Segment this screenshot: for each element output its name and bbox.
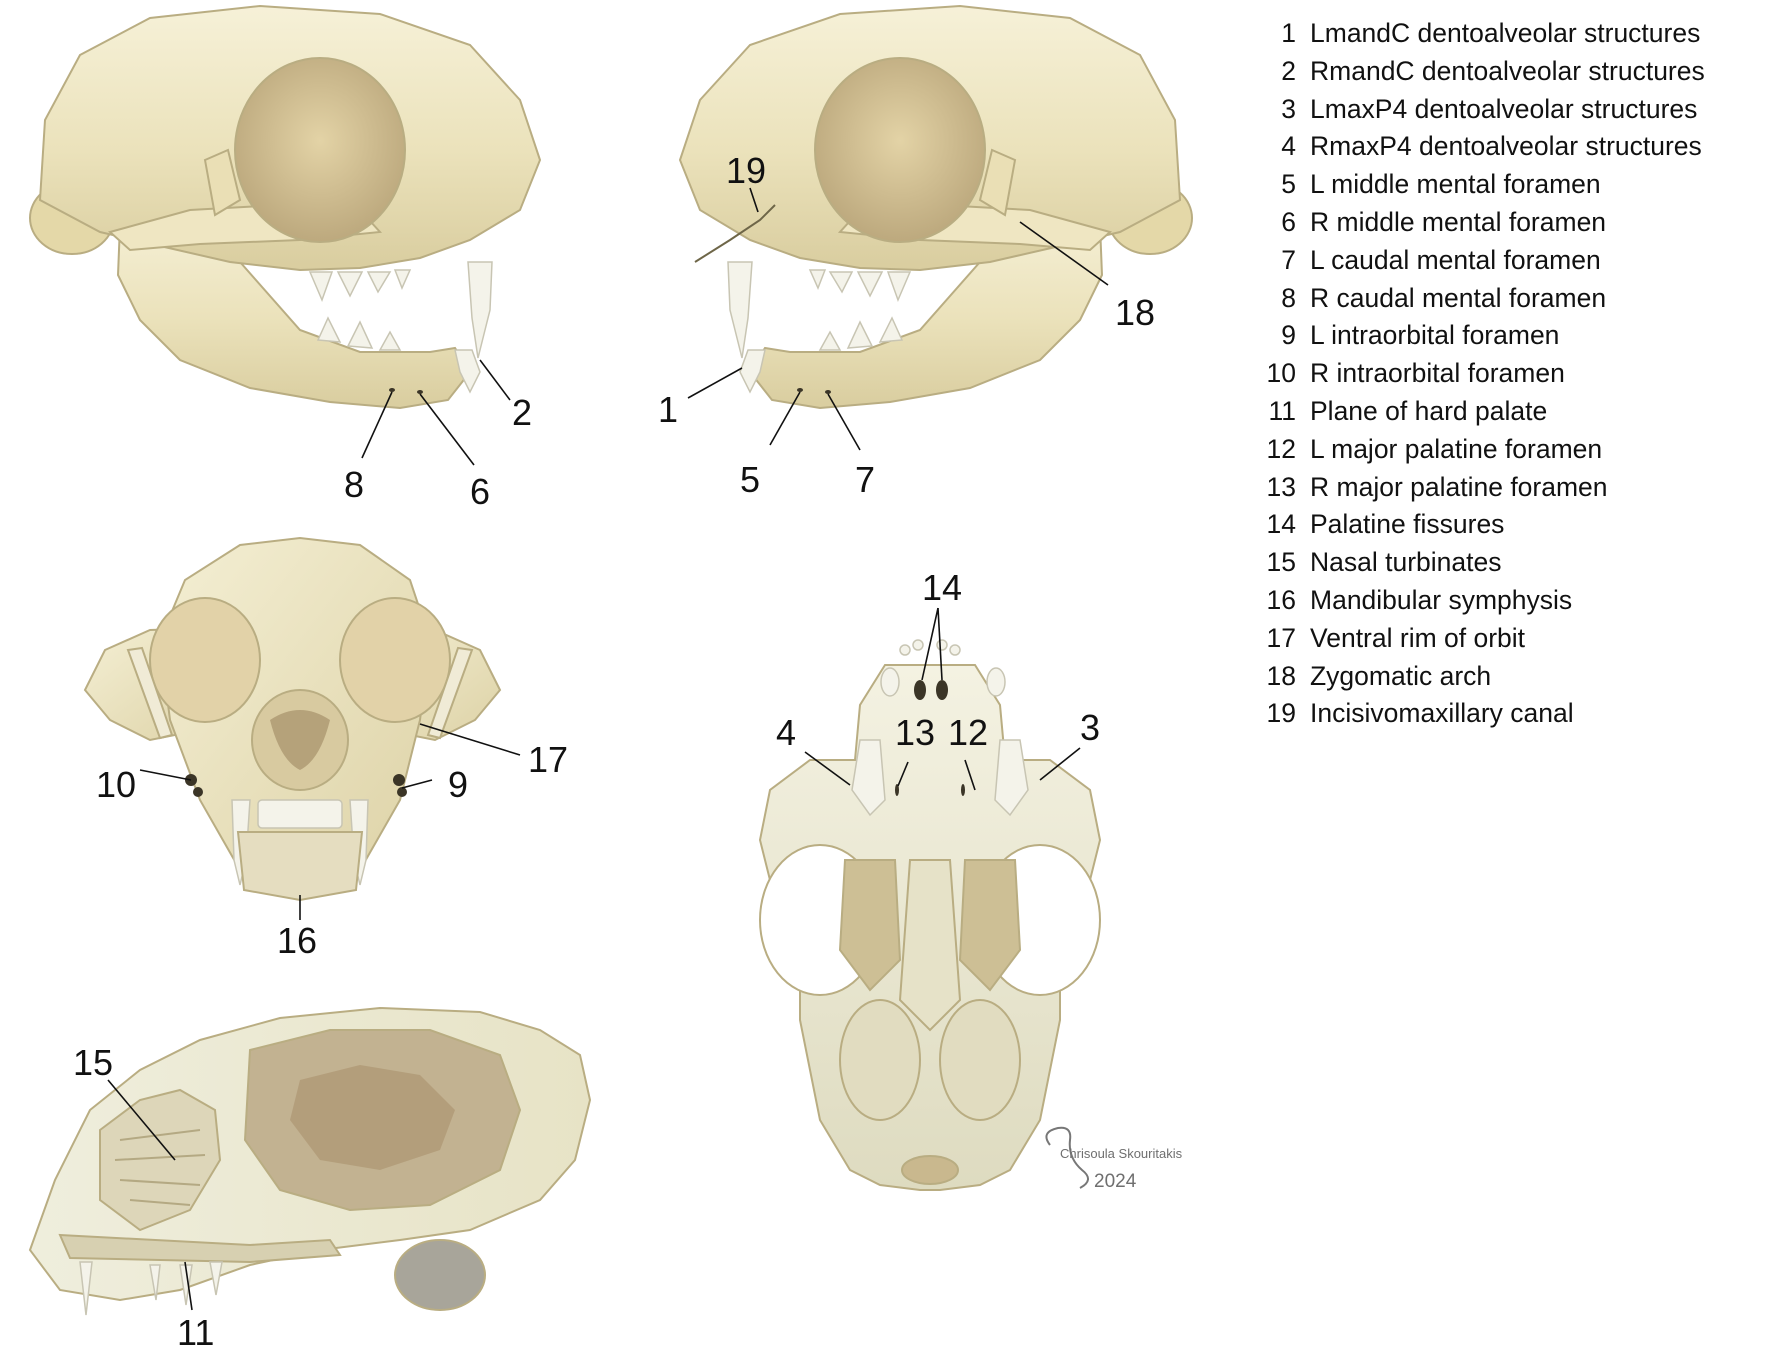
legend-item: 18 Zygomatic arch xyxy=(1252,661,1767,699)
callout-16: 16 xyxy=(277,920,317,961)
legend-text: L caudal mental foramen xyxy=(1310,244,1601,275)
legend-number: 6 xyxy=(1281,206,1296,237)
legend-text: R major palatine foramen xyxy=(1310,471,1608,502)
legend-number: 7 xyxy=(1281,244,1296,275)
callout-5: 5 xyxy=(740,459,760,500)
legend-text: R intraorbital foramen xyxy=(1310,358,1565,389)
legend-number: 13 xyxy=(1266,471,1296,502)
legend-item: 5 L middle mental foramen xyxy=(1252,169,1767,207)
signature-year: 2024 xyxy=(1094,1171,1137,1192)
legend-text: R caudal mental foramen xyxy=(1310,282,1607,313)
legend-text: Mandibular symphysis xyxy=(1310,584,1573,615)
skull-left-lateral-view: 1 5 7 19 18 xyxy=(658,4,1193,500)
legend-number: 10 xyxy=(1266,358,1296,389)
legend-item: 11 Plane of hard palate xyxy=(1252,396,1767,434)
legend-text: L major palatine foramen xyxy=(1310,433,1603,464)
legend-number: 12 xyxy=(1266,433,1296,464)
callout-9: 9 xyxy=(448,764,468,805)
legend-text: Incisivomaxillary canal xyxy=(1310,698,1574,729)
legend-item: 12 L major palatine foramen xyxy=(1252,434,1767,472)
legend-item: 1 LmandC dentoalveolar structures xyxy=(1252,18,1767,56)
legend-item: 13 R major palatine foramen xyxy=(1252,472,1767,510)
skull-rostral-view: 10 9 17 16 xyxy=(83,536,568,961)
legend-text: Nasal turbinates xyxy=(1310,547,1502,578)
legend-item: 16 Mandibular symphysis xyxy=(1252,585,1767,623)
legend-item: 8 R caudal mental foramen xyxy=(1252,283,1767,321)
callout-8: 8 xyxy=(344,464,364,505)
legend-number: 9 xyxy=(1281,320,1296,351)
callout-1: 1 xyxy=(658,389,678,430)
legend-item: 14 Palatine fissures xyxy=(1252,509,1767,547)
legend-list: 1 LmandC dentoalveolar structures 2 RmandC … xyxy=(1252,18,1767,736)
callout-4: 4 xyxy=(776,712,796,753)
legend-text: L middle mental foramen xyxy=(1310,169,1601,200)
legend-number: 4 xyxy=(1281,131,1296,162)
callout-6: 6 xyxy=(470,471,490,512)
legend-number: 17 xyxy=(1266,622,1296,653)
callout-10: 10 xyxy=(96,764,136,805)
legend-text: LmandC dentoalveolar structures xyxy=(1310,18,1701,48)
legend-text: RmandC dentoalveolar structures xyxy=(1310,55,1705,86)
callout-12: 12 xyxy=(948,712,988,753)
legend-number: 1 xyxy=(1281,18,1296,48)
legend-number: 14 xyxy=(1266,509,1296,540)
legend-text: Plane of hard palate xyxy=(1310,395,1548,426)
legend-text: L intraorbital foramen xyxy=(1310,320,1560,351)
artist-signature: Chrisoula Skouritakis 2024 xyxy=(1045,1126,1183,1192)
callout-2: 2 xyxy=(512,392,532,433)
legend-text: Zygomatic arch xyxy=(1310,660,1492,691)
callout-7: 7 xyxy=(855,459,875,500)
legend-item: 9 L intraorbital foramen xyxy=(1252,320,1767,358)
legend-number: 16 xyxy=(1266,584,1296,615)
legend-text: LmaxP4 dentoalveolar structures xyxy=(1310,93,1698,124)
legend-number: 15 xyxy=(1266,547,1296,578)
legend-number: 2 xyxy=(1281,55,1296,86)
legend-item: 10 R intraorbital foramen xyxy=(1252,358,1767,396)
legend-number: 8 xyxy=(1281,282,1296,313)
legend-item: 17 Ventral rim of orbit xyxy=(1252,623,1767,661)
legend-number: 19 xyxy=(1266,698,1296,729)
callout-3: 3 xyxy=(1080,707,1100,748)
legend-item: 3 LmaxP4 dentoalveolar structures xyxy=(1252,94,1767,132)
legend-text: Palatine fissures xyxy=(1310,509,1505,540)
callout-15: 15 xyxy=(73,1042,113,1083)
legend-text: R middle mental foramen xyxy=(1310,206,1607,237)
legend-text: Ventral rim of orbit xyxy=(1310,622,1526,653)
callout-17: 17 xyxy=(528,739,568,780)
callout-18: 18 xyxy=(1115,292,1155,333)
legend-item: 15 Nasal turbinates xyxy=(1252,547,1767,585)
legend-text: RmaxP4 dentoalveolar structures xyxy=(1310,131,1702,162)
callout-14: 14 xyxy=(922,567,962,608)
legend-number: 11 xyxy=(1268,395,1296,426)
legend-item: 6 R middle mental foramen xyxy=(1252,207,1767,245)
legend-item: 19 Incisivomaxillary canal xyxy=(1252,698,1767,736)
legend-number: 5 xyxy=(1281,169,1296,200)
legend-number: 3 xyxy=(1281,93,1296,124)
legend-item: 4 RmaxP4 dentoalveolar structures xyxy=(1252,131,1767,169)
callout-19: 19 xyxy=(726,150,766,191)
legend-item: 7 L caudal mental foramen xyxy=(1252,245,1767,283)
callout-11: 11 xyxy=(177,1312,214,1350)
callout-13: 13 xyxy=(895,712,935,753)
skull-sagittal-section: 15 11 xyxy=(28,1006,592,1350)
legend-number: 18 xyxy=(1266,660,1296,691)
signature-name: Chrisoula Skouritakis xyxy=(1060,1146,1183,1161)
skull-right-lateral-view: 2 8 6 xyxy=(29,4,542,512)
skull-ventral-view: 14 13 12 4 3 Chrisoula Skouritakis 2024 xyxy=(758,567,1183,1192)
legend-item: 2 RmandC dentoalveolar structures xyxy=(1252,56,1767,94)
